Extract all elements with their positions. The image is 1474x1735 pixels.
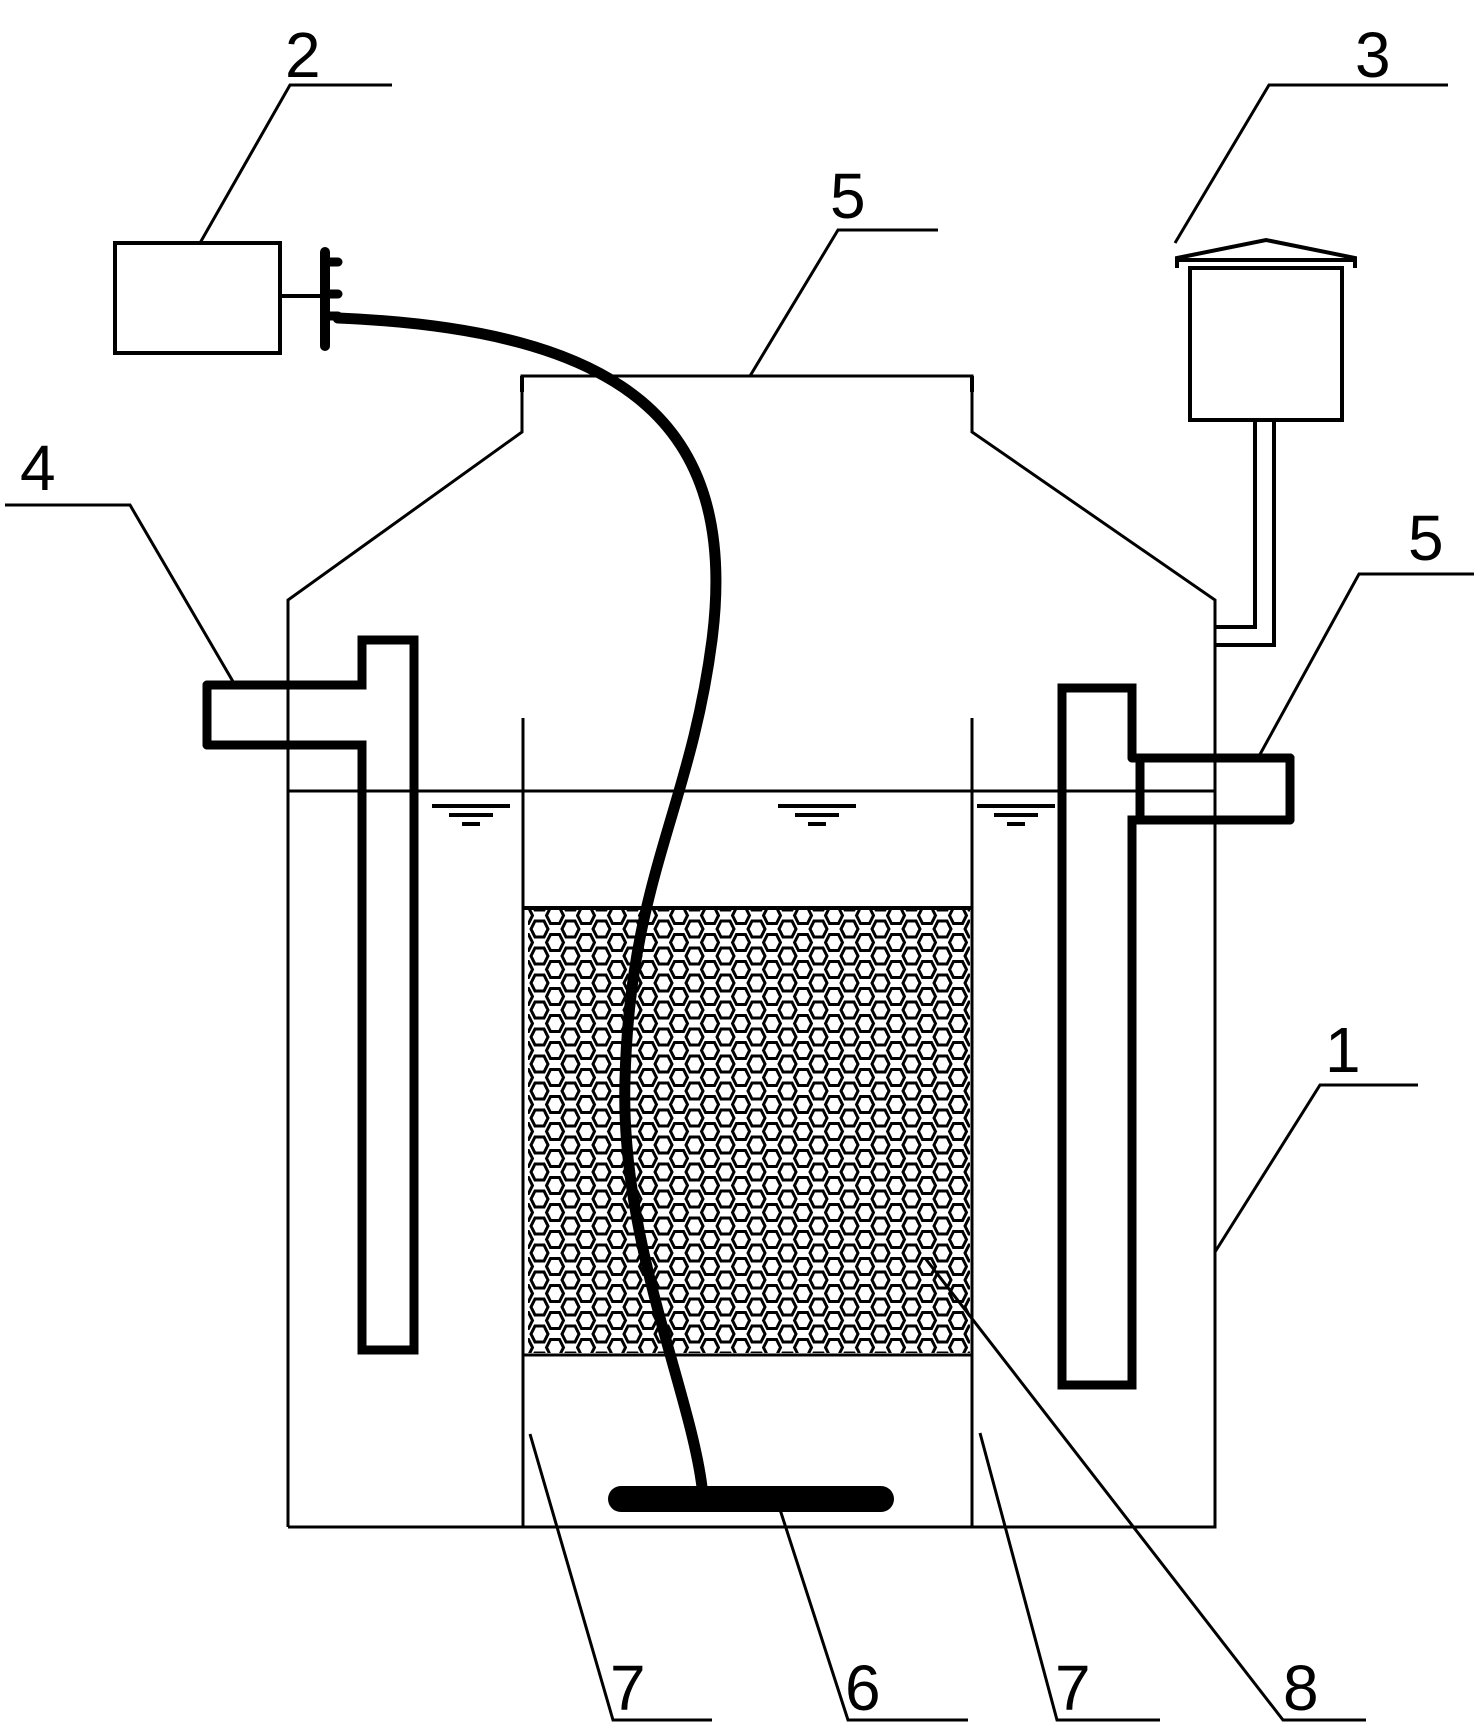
packing-media (523, 906, 972, 1353)
inlet-pipe (202, 635, 419, 1355)
outlet-pipe (1057, 683, 1295, 1390)
label-2: 2 (285, 19, 321, 91)
label-7-left: 7 (610, 1652, 646, 1724)
leader-lines (5, 83, 1474, 1722)
labels: 2 3 5 4 5 1 7 6 7 8 (20, 19, 1444, 1724)
label-1: 1 (1325, 1014, 1361, 1086)
water-level-symbols (432, 804, 1055, 826)
top-lip (520, 376, 974, 392)
label-3: 3 (1355, 19, 1391, 91)
gas-collector (1175, 237, 1357, 647)
label-5-top: 5 (830, 160, 866, 232)
label-7-right: 7 (1055, 1652, 1091, 1724)
aeration-pump (113, 241, 343, 355)
label-4: 4 (20, 432, 56, 504)
label-5-right: 5 (1408, 502, 1444, 574)
aerator (608, 1486, 894, 1512)
label-6: 6 (845, 1652, 881, 1724)
inner-baffles (521, 718, 974, 1527)
air-hose (332, 312, 722, 1493)
label-8: 8 (1283, 1652, 1319, 1724)
